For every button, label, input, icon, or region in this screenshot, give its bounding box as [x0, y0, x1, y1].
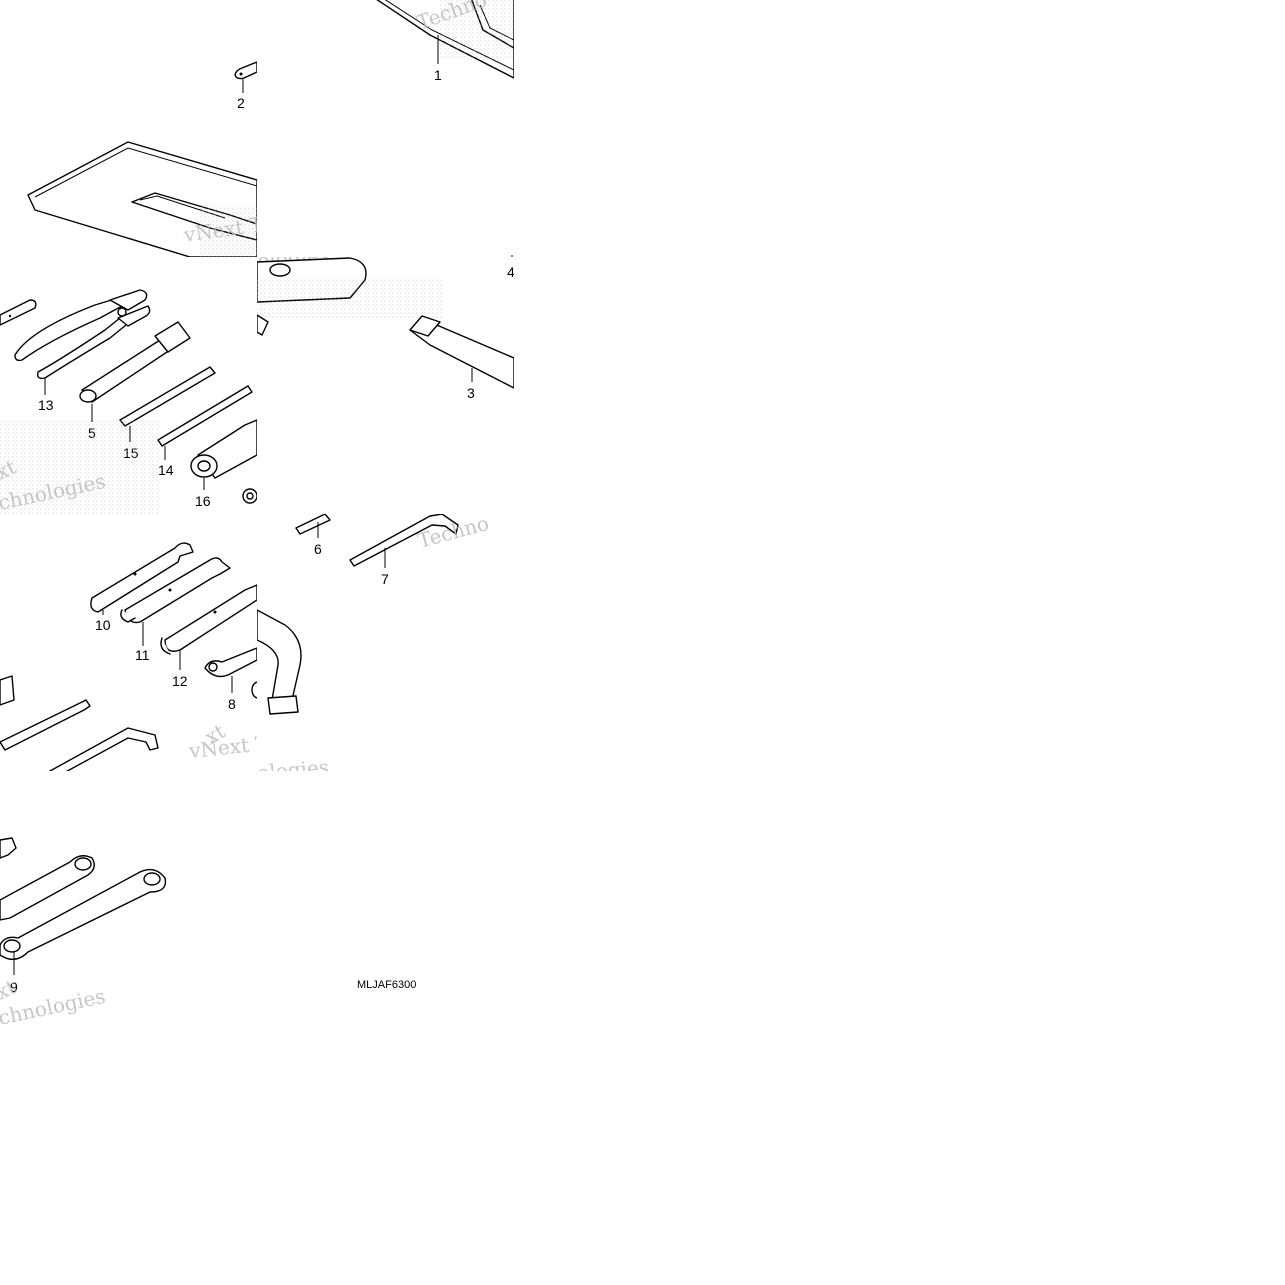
- watermark: ologies: [256, 755, 330, 785]
- callout-7: 7: [381, 571, 389, 587]
- callout-13: 13: [38, 397, 54, 413]
- tile-middle-left: 13 5 15 14 16: [0, 289, 262, 536]
- tile-middle-right: ologies 3 4: [257, 257, 515, 401]
- part-1-tool-bag: [376, 0, 514, 79]
- tile-lower-left: 9 xt chnologies: [0, 837, 167, 1028]
- tool-bag-upper: [27, 141, 257, 257]
- callout-4-upper: 4: [507, 264, 515, 280]
- part-2-wrench: [234, 61, 257, 93]
- part-9-wrench: [0, 855, 167, 975]
- callout-14: 14: [158, 462, 174, 478]
- callout-2: 2: [237, 95, 245, 111]
- tile-bottom-left: 10 11 12 8 vNext Tec xt: [0, 542, 257, 771]
- part-8-wrench: [204, 647, 257, 693]
- callout-6: 6: [314, 541, 322, 557]
- callout-1: 1: [434, 67, 442, 83]
- tile-top-right: 1 Techno: [376, 0, 514, 257]
- part-10-wrench: [90, 542, 194, 615]
- callout-8: 8: [228, 696, 236, 712]
- part-13-pliers: [14, 289, 151, 395]
- part-5-socket-wrench: [79, 321, 191, 422]
- part-11-wrench: [120, 557, 231, 646]
- part-16-handle: [190, 419, 257, 490]
- tile-bottom-right: 6 7 Techno ologies: [256, 514, 491, 785]
- part-12-wrench: [160, 584, 257, 670]
- callout-3: 3: [467, 385, 475, 401]
- callout-10: 10: [95, 617, 111, 633]
- part-4-small-part: [242, 488, 257, 504]
- callout-4-lower: 4: [254, 520, 262, 536]
- callout-9: 9: [10, 979, 18, 995]
- part-7-hex-key: [349, 514, 459, 568]
- diagram-code: MLJAF6300: [357, 979, 416, 991]
- strap-end: [257, 609, 302, 715]
- callout-11: 11: [135, 647, 150, 663]
- callout-16: 16: [195, 493, 211, 509]
- part-3-strap: [409, 315, 514, 389]
- tile-top-left: 2 vNext Tec: [27, 61, 257, 257]
- part-6-pin: [295, 514, 331, 538]
- part-14-screwdriver-bit: [157, 385, 253, 460]
- callout-12: 12: [172, 673, 188, 689]
